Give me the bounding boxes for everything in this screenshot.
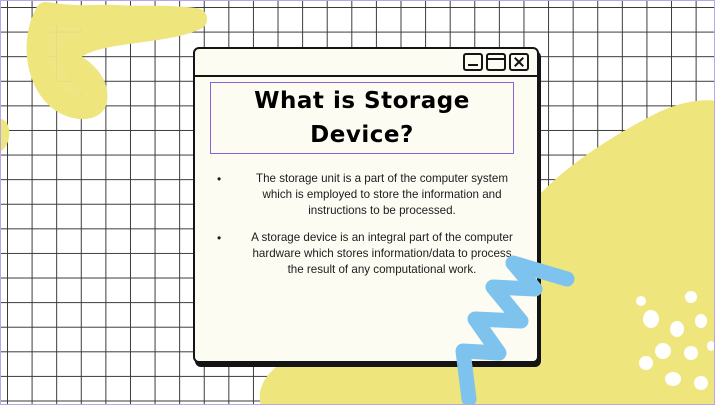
window-titlebar [195,49,537,77]
bullet-item: The storage unit is a part of the comput… [213,171,521,219]
yellow-left-bit [1,119,10,151]
bullet-item: A storage device is an integral part of … [213,230,521,278]
close-icon [509,53,529,71]
title-box: What is Storage Device? [210,82,514,154]
yellow-blob [259,100,714,404]
bullet-list: The storage unit is a part of the comput… [213,171,521,289]
slide-window-frame: What is Storage Device? The storage unit… [193,47,539,363]
maximize-icon [486,53,506,71]
white-dots [636,291,714,390]
minimize-icon [463,53,483,71]
yellow-squiggle-stroke [26,2,207,120]
slide-title: What is Storage Device? [254,88,470,148]
